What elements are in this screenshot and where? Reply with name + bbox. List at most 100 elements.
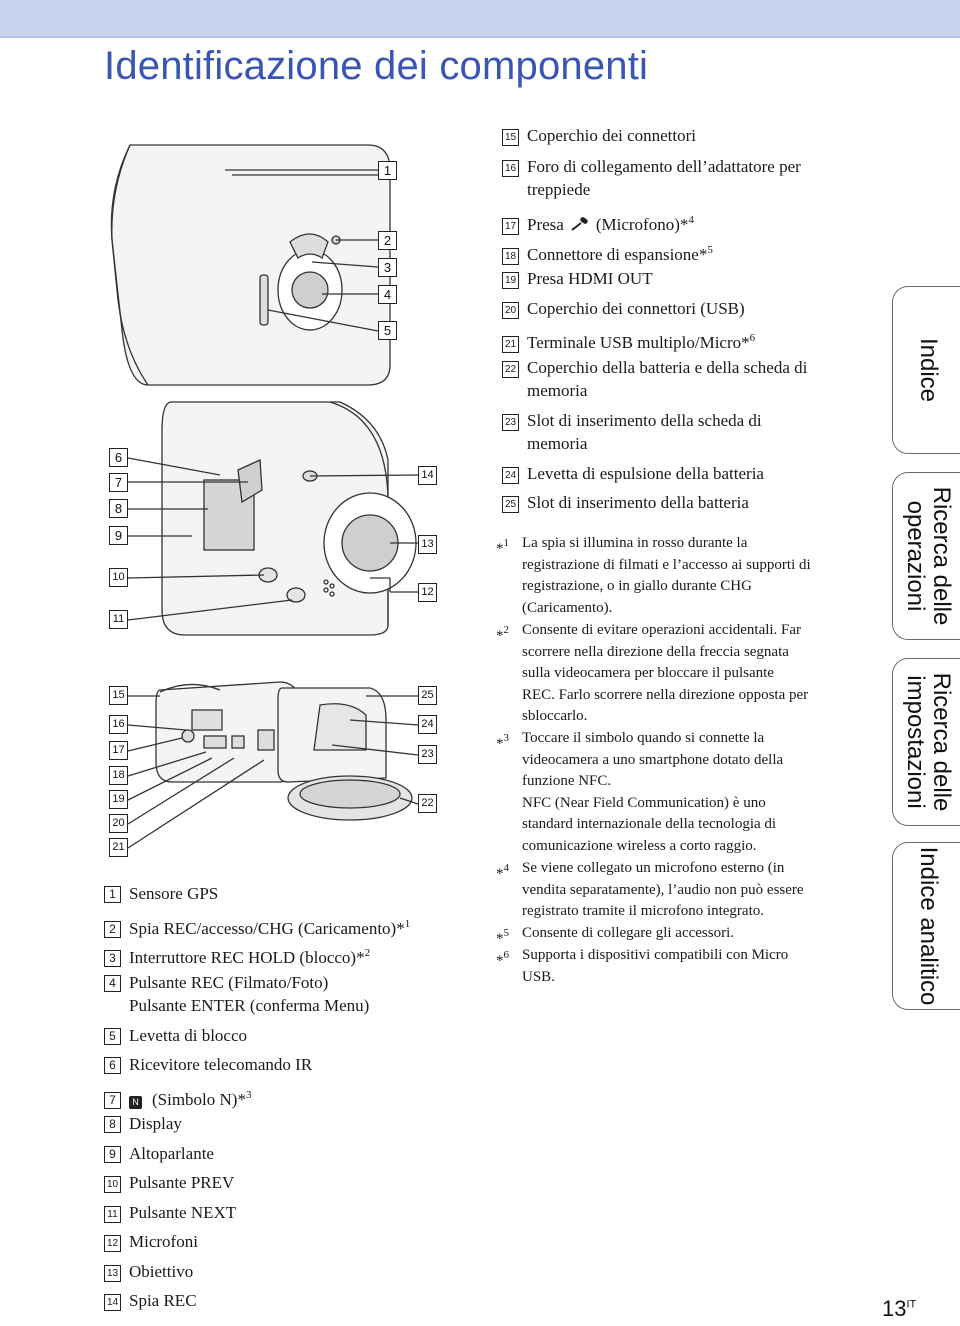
item-number: 21 xyxy=(502,336,519,353)
callout-13: 13 xyxy=(418,535,437,554)
usb-port xyxy=(231,735,245,749)
microphone-icon xyxy=(571,217,588,231)
tab-label: Indice xyxy=(914,337,942,403)
rec-button xyxy=(291,271,329,309)
camera-drawing xyxy=(110,144,419,849)
callout-10: 10 xyxy=(109,568,128,587)
callout-18: 18 xyxy=(109,766,128,785)
list-item-continuation: Pulsante ENTER (conferma Menu) xyxy=(129,995,369,1017)
item-label: Levetta di espulsione della batteria xyxy=(527,464,764,483)
item-label: Display xyxy=(129,1114,182,1133)
item-label-suffix: (Microfono)* xyxy=(595,215,689,234)
footnote-text: Toccare il simbolo quando si connette la… xyxy=(522,730,784,854)
tab-indice-analitico[interactable]: Indice analitico xyxy=(892,842,960,1010)
footnote-text: Consente di evitare operazioni accidenta… xyxy=(522,622,809,725)
list-item: 22 Coperchio della batteria e della sched… xyxy=(502,357,807,379)
item-number: 16 xyxy=(502,160,519,177)
list-item: 1 Sensore GPS xyxy=(104,883,218,905)
item-label-line2: Pulsante ENTER (conferma Menu) xyxy=(129,996,370,1015)
item-label: Ricevitore telecomando IR xyxy=(129,1055,313,1074)
item-label: Spia REC xyxy=(129,1291,197,1310)
item-number: 17 xyxy=(502,218,519,235)
list-item: 14 Spia REC xyxy=(104,1290,197,1312)
camera-rear-body xyxy=(161,401,389,636)
item-label: Interruttore REC HOLD (blocco)* xyxy=(129,948,365,967)
list-item: 21 Terminale USB multiplo/Micro*6 xyxy=(502,327,755,354)
item-label-line2: memoria xyxy=(527,434,588,453)
item-label: Levetta di blocco xyxy=(129,1026,248,1045)
battery-slot xyxy=(313,703,367,751)
item-label: Pulsante REC (Filmato/Foto) xyxy=(129,973,329,992)
item-number: 9 xyxy=(104,1146,121,1163)
callout-25: 25 xyxy=(418,686,437,705)
callout-5: 5 xyxy=(378,321,397,340)
callout-4: 4 xyxy=(378,285,397,304)
footnote-ref: 6 xyxy=(749,332,756,344)
item-label: Sensore GPS xyxy=(129,884,219,903)
footnote-mark: *5 xyxy=(496,927,509,947)
callout-12: 12 xyxy=(418,583,437,602)
item-label: Presa HDMI OUT xyxy=(527,269,653,288)
item-number: 22 xyxy=(502,361,519,378)
list-item: 16 Foro di collegamento dell’adattatore p… xyxy=(502,156,801,178)
footnote-3: *3 Toccare il simbolo quando si connette… xyxy=(496,728,876,858)
item-number: 3 xyxy=(104,950,121,967)
item-label: Foro di collegamento dell’adattatore per xyxy=(527,157,801,176)
mic-jack xyxy=(181,729,195,743)
item-number: 13 xyxy=(104,1265,121,1282)
callout-9: 9 xyxy=(109,526,128,545)
footnote-text: Se viene collegato un microfono esterno … xyxy=(522,860,804,920)
lens-inner xyxy=(341,514,399,572)
footnote-mark: *4 xyxy=(496,862,509,882)
list-item-continuation: treppiede xyxy=(527,179,590,201)
side-lock xyxy=(259,274,269,326)
tab-indice[interactable]: Indice xyxy=(892,286,960,454)
footnote-mark: *6 xyxy=(496,949,509,969)
callout-6: 6 xyxy=(109,448,128,467)
footnote-1: *1 La spia si illumina in rosso durante … xyxy=(496,533,876,623)
callout-24: 24 xyxy=(418,715,437,734)
item-label: (Simbolo N)* xyxy=(152,1090,246,1109)
item-number: 14 xyxy=(104,1294,121,1311)
tab-label: Indice analitico xyxy=(914,846,942,1006)
item-label-line2: memoria xyxy=(527,381,588,400)
next-button xyxy=(286,587,306,603)
nfc-mark xyxy=(237,459,263,504)
callout-16: 16 xyxy=(109,715,128,734)
list-item-continuation: memoria xyxy=(527,380,587,402)
callout-22: 22 xyxy=(418,794,437,813)
item-number: 1 xyxy=(104,886,121,903)
callout-14: 14 xyxy=(418,466,437,485)
footnote-5: *5 Consente di collegare gli accessori. xyxy=(496,923,876,947)
callout-19: 19 xyxy=(109,790,128,809)
callout-11: 11 xyxy=(109,610,128,629)
camera-illustration: 1 2 3 4 5 6 7 8 9 10 11 12 13 14 15 16 1… xyxy=(100,130,460,865)
item-label: Terminale USB multiplo/Micro* xyxy=(527,333,750,352)
item-number: 12 xyxy=(104,1235,121,1252)
item-number: 18 xyxy=(502,248,519,265)
footnote-ref: 4 xyxy=(688,214,694,226)
callout-17: 17 xyxy=(109,741,128,760)
footnote-6: *6 Supporta i dispositivi compatibili co… xyxy=(496,945,876,989)
item-number: 15 xyxy=(502,129,519,146)
callout-15: 15 xyxy=(109,686,128,705)
page-number: 13IT xyxy=(882,1296,917,1321)
item-label: Coperchio della batteria e della scheda … xyxy=(527,358,808,377)
item-number: 6 xyxy=(104,1057,121,1074)
footnote-mark: *1 xyxy=(496,537,509,557)
item-label: Slot di inserimento della scheda di xyxy=(527,411,762,430)
item-number: 25 xyxy=(502,496,519,513)
page-lang: IT xyxy=(906,1298,917,1311)
camera-side-front xyxy=(111,144,149,386)
